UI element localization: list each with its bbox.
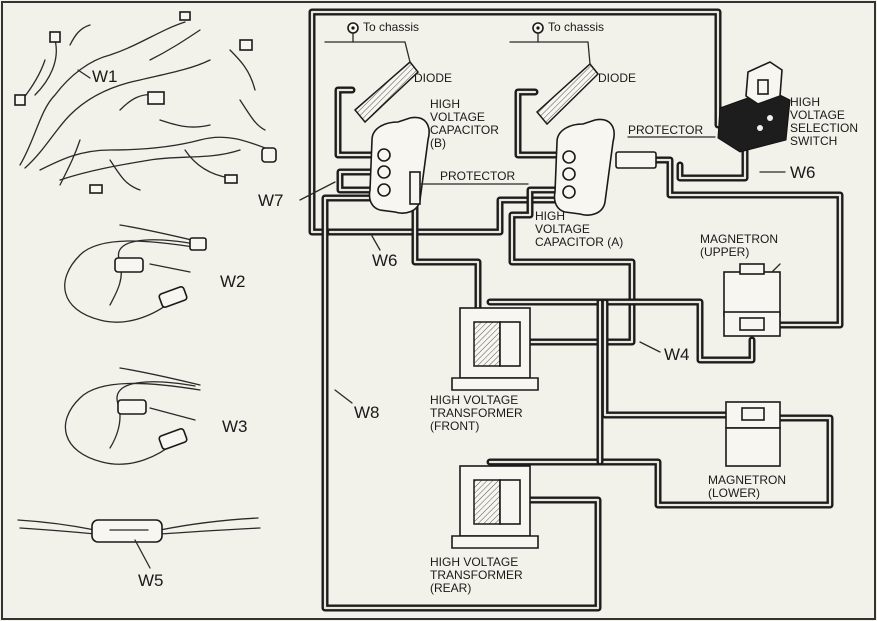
wire-harness-icon — [17, 519, 96, 531]
diode-icon — [535, 62, 600, 126]
wires — [308, 8, 844, 612]
magnetron-upper: MAGNETRON (UPPER) — [700, 232, 781, 337]
label-tf-front-2: TRANSFORMER — [430, 406, 523, 420]
protector-fuse-icon — [615, 151, 657, 169]
wire-harness-icon — [64, 240, 201, 323]
harness-w1: W1 — [14, 11, 277, 194]
label-to-chassis-left: To chassis — [363, 20, 419, 34]
label-w7: W7 — [258, 191, 284, 210]
label-w6-right: W6 — [790, 163, 816, 182]
capacitor-icon — [553, 118, 615, 216]
protector-fuse-icon — [91, 519, 163, 543]
magnetron-icon — [725, 427, 781, 467]
label-cap-a-2: VOLTAGE — [535, 222, 590, 236]
label-switch-2: VOLTAGE — [790, 108, 845, 122]
label-diode-left: DIODE — [414, 71, 452, 85]
hv-selection-switch: HIGH VOLTAGE SELECTION SWITCH — [717, 61, 858, 153]
label-mag-upper-1: MAGNETRON — [700, 232, 778, 246]
label-cap-b-3: CAPACITOR — [430, 123, 499, 137]
label-w6-left: W6 — [372, 251, 398, 270]
magnetron-icon — [723, 271, 781, 317]
wire-harness-icon — [64, 382, 201, 465]
protector-left: PROTECTOR — [419, 169, 529, 185]
harness-w2: W2 — [64, 224, 246, 323]
chassis-ground-left: To chassis — [324, 20, 419, 43]
label-w1: W1 — [92, 67, 118, 86]
transformer-rear: HIGH VOLTAGE TRANSFORMER (REAR) — [430, 465, 539, 595]
label-w3: W3 — [222, 417, 248, 436]
capacitor-a: HIGH VOLTAGE CAPACITOR (A) — [535, 118, 623, 249]
label-w4: W4 — [664, 345, 690, 364]
label-tf-front-3: (FRONT) — [430, 419, 479, 433]
label-cap-b-2: VOLTAGE — [430, 110, 485, 124]
chassis-ground-right: To chassis — [509, 20, 604, 43]
label-cap-a-3: CAPACITOR (A) — [535, 235, 623, 249]
capacitor-b: HIGH VOLTAGE CAPACITOR (B) — [368, 97, 499, 214]
label-protector-left: PROTECTOR — [440, 169, 515, 183]
label-w8: W8 — [354, 403, 380, 422]
harness-w5: W5 — [17, 517, 261, 590]
label-switch-1: HIGH — [790, 95, 820, 109]
magnetron-lower: MAGNETRON (LOWER) — [708, 401, 786, 500]
diode-left: DIODE — [352, 41, 452, 124]
label-w2: W2 — [220, 272, 246, 291]
label-tf-rear-1: HIGH VOLTAGE — [430, 555, 518, 569]
harness-w3: W3 — [64, 367, 248, 465]
label-cap-a-1: HIGH — [535, 209, 565, 223]
label-cap-b-1: HIGH — [430, 97, 460, 111]
label-switch-3: SELECTION — [790, 121, 858, 135]
label-tf-rear-3: (REAR) — [430, 581, 471, 595]
label-tf-front-1: HIGH VOLTAGE — [430, 393, 518, 407]
label-to-chassis-right: To chassis — [548, 20, 604, 34]
diode-right: DIODE — [535, 41, 636, 126]
wire-w6-switch — [676, 146, 749, 182]
protector-fuse-icon — [117, 399, 147, 415]
wire-protector-b — [411, 201, 482, 314]
transformer-front: HIGH VOLTAGE TRANSFORMER (FRONT) — [430, 307, 539, 433]
label-diode-right: DIODE — [598, 71, 636, 85]
label-tf-rear-2: TRANSFORMER — [430, 568, 523, 582]
label-mag-upper-2: (UPPER) — [700, 245, 749, 259]
diode-icon — [353, 60, 420, 124]
label-cap-b-4: (B) — [430, 136, 446, 150]
label-switch-4: SWITCH — [790, 134, 837, 148]
label-mag-lower-2: (LOWER) — [708, 486, 760, 500]
protector-fuse-icon — [114, 257, 144, 273]
label-protector-right: PROTECTOR — [628, 123, 703, 137]
label-mag-lower-1: MAGNETRON — [708, 473, 786, 487]
protector-right: PROTECTOR — [615, 123, 716, 169]
label-w5: W5 — [138, 571, 164, 590]
wire-harness-icon — [19, 21, 271, 191]
